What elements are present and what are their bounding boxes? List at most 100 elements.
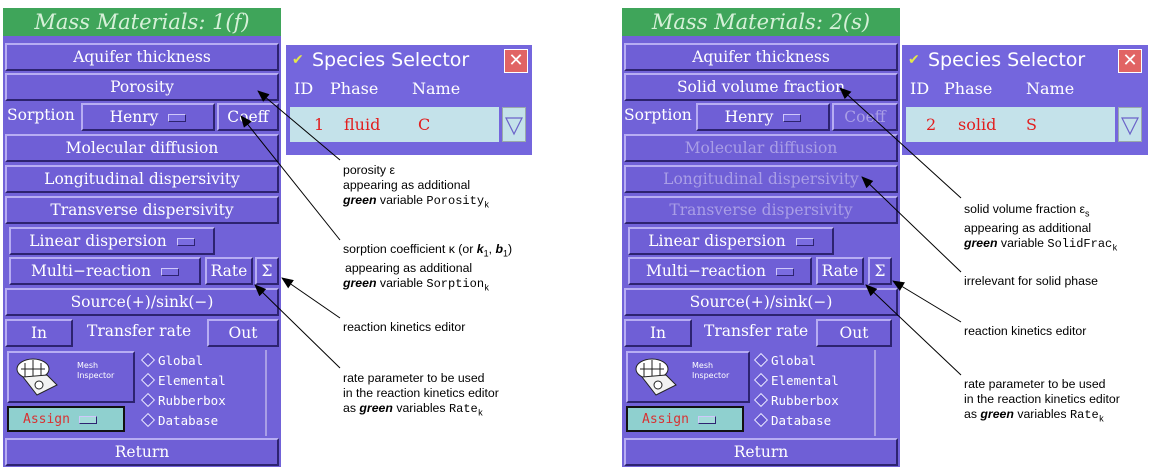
sorption-select[interactable]: Henry — [696, 103, 830, 131]
option-global[interactable]: Global — [140, 352, 203, 368]
scroll-down-button[interactable] — [502, 107, 526, 142]
annotation-text: sorption coefficient κ (or — [343, 242, 477, 256]
annotation-kinetics: reaction kinetics editor — [964, 324, 1087, 338]
option-label: Database — [771, 413, 832, 428]
out-button[interactable]: Out — [816, 319, 892, 347]
arrow-kinetics — [892, 280, 962, 323]
window-logo-icon: ✔ — [908, 52, 920, 68]
transverse-dispersivity-button[interactable]: Transverse dispersivity — [5, 196, 279, 224]
mesh-inspector-button[interactable]: Mesh Inspector — [7, 351, 135, 403]
in-button[interactable]: In — [5, 319, 73, 347]
arrow-rate — [254, 284, 341, 369]
annotation-solid-fraction: solid volume fraction εs appearing as ad… — [964, 202, 1118, 257]
annotation-emphasis: b — [495, 242, 503, 256]
longitudinal-dispersivity-button[interactable]: Longitudinal dispersivity — [624, 165, 898, 193]
annotation-text: ) — [507, 242, 513, 256]
assign-label: Assign — [23, 412, 70, 427]
source-sink-button[interactable]: Source(+)/sink(−) — [5, 288, 279, 316]
annotation-emphasis: green — [964, 236, 998, 251]
species-phase: fluid — [344, 115, 381, 134]
longitudinal-dispersivity-button[interactable]: Longitudinal dispersivity — [5, 165, 279, 193]
annotation-text: variable — [376, 193, 427, 207]
rate-button[interactable]: Rate — [205, 257, 253, 285]
annotation-irrelevant: irrelevant for solid phase — [964, 274, 1098, 288]
linear-dispersion-select[interactable]: Linear dispersion — [9, 227, 215, 255]
panel-title: Mass Materials: 1(f) — [3, 8, 281, 36]
close-icon[interactable]: ✕ — [504, 49, 528, 73]
transverse-dispersivity-button[interactable]: Transverse dispersivity — [624, 196, 898, 224]
porosity-button[interactable]: Porosity — [5, 73, 279, 101]
aquifer-thickness-button[interactable]: Aquifer thickness — [5, 43, 279, 71]
sorption-label: Sorption — [7, 106, 75, 124]
annotation-variable: Porosity — [426, 194, 485, 208]
linear-dispersion-select[interactable]: Linear dispersion — [628, 227, 834, 255]
sigma-button[interactable]: Σ — [868, 257, 892, 285]
mesh-inspector-button[interactable]: Mesh Inspector — [626, 351, 750, 403]
assign-mode-group: Global Elemental Rubberbox Database — [139, 351, 267, 435]
annotation-sorption: sorption coefficient κ (or k1, b1) appea… — [343, 242, 512, 297]
annotation-text: variable — [376, 276, 427, 291]
rate-button[interactable]: Rate — [816, 257, 864, 285]
coeff-button[interactable]: Coeff — [832, 103, 898, 131]
source-sink-button[interactable]: Source(+)/sink(−) — [624, 288, 898, 316]
species-selector-titlebar: ✔ Species Selector — [286, 45, 532, 75]
out-button[interactable]: Out — [207, 319, 279, 347]
option-elemental[interactable]: Elemental — [753, 372, 839, 388]
triangle-down-icon — [505, 117, 523, 136]
option-rubberbox[interactable]: Rubberbox — [753, 392, 839, 408]
annotation-text: appearing as additional — [345, 261, 473, 276]
aquifer-thickness-button[interactable]: Aquifer thickness — [624, 43, 898, 71]
annotation-text: variable — [997, 236, 1048, 251]
option-rubberbox[interactable]: Rubberbox — [140, 392, 226, 408]
option-toggle-icon — [776, 268, 794, 276]
annotation-emphasis: green — [343, 193, 377, 207]
assign-select[interactable]: Assign — [626, 406, 744, 432]
option-label: Elemental — [158, 373, 226, 388]
mesh-label: Mesh — [77, 361, 99, 370]
solid-volume-fraction-button[interactable]: Solid volume fraction — [624, 73, 898, 101]
multi-reaction-select[interactable]: Multi−reaction — [9, 257, 201, 285]
species-name: S — [1026, 115, 1037, 134]
molecular-diffusion-button[interactable]: Molecular diffusion — [5, 134, 279, 162]
assign-select[interactable]: Assign — [7, 406, 125, 432]
arrow-irrelevant — [861, 176, 962, 273]
option-database[interactable]: Database — [753, 412, 832, 428]
annotation-subscript: k — [484, 200, 490, 211]
linear-dispersion-label: Linear dispersion — [29, 232, 167, 250]
annotation-subscript: 1 — [502, 248, 508, 259]
option-global[interactable]: Global — [753, 352, 816, 368]
return-button[interactable]: Return — [624, 438, 898, 466]
species-row-selected[interactable]: 2 solid S — [906, 107, 1115, 142]
molecular-diffusion-button[interactable]: Molecular diffusion — [624, 134, 898, 162]
scroll-down-button[interactable] — [1118, 107, 1142, 142]
annotation-emphasis: green — [980, 407, 1014, 421]
mass-materials-panel-fluid: Mass Materials: 1(f) Aquifer thickness P… — [3, 8, 281, 467]
column-header-id: ID — [294, 79, 314, 98]
window-logo-icon: ✔ — [292, 52, 304, 68]
inspector-label: Inspector — [692, 371, 730, 380]
option-toggle-icon — [79, 416, 97, 424]
annotation-text: rate parameter to be used — [343, 371, 485, 385]
option-database[interactable]: Database — [140, 412, 218, 428]
arrow-rate — [865, 284, 962, 376]
assign-mode-group: Global Elemental Rubberbox Database — [752, 351, 880, 435]
annotation-kinetics: reaction kinetics editor — [343, 320, 466, 334]
annotation-text: rate parameter to be used — [964, 377, 1106, 391]
option-elemental[interactable]: Elemental — [140, 372, 226, 388]
sigma-button[interactable]: Σ — [255, 257, 279, 285]
window-title: Species Selector — [928, 49, 1086, 71]
transfer-rate-label: Transfer rate — [87, 322, 192, 340]
multi-reaction-select[interactable]: Multi−reaction — [628, 257, 812, 285]
column-header-name: Name — [1026, 79, 1075, 98]
close-icon[interactable]: ✕ — [1118, 49, 1142, 73]
option-label: Rubberbox — [771, 393, 839, 408]
species-row-selected[interactable]: 1 fluid C — [290, 107, 499, 142]
column-header-phase: Phase — [330, 79, 379, 98]
return-button[interactable]: Return — [5, 438, 279, 466]
annotation-variable: Rate — [448, 402, 478, 416]
mesh-inspector-icon — [635, 358, 677, 396]
column-header-name: Name — [412, 79, 461, 98]
multi-reaction-label: Multi−reaction — [31, 262, 151, 280]
sorption-select[interactable]: Henry — [81, 103, 215, 131]
in-button[interactable]: In — [624, 319, 692, 347]
